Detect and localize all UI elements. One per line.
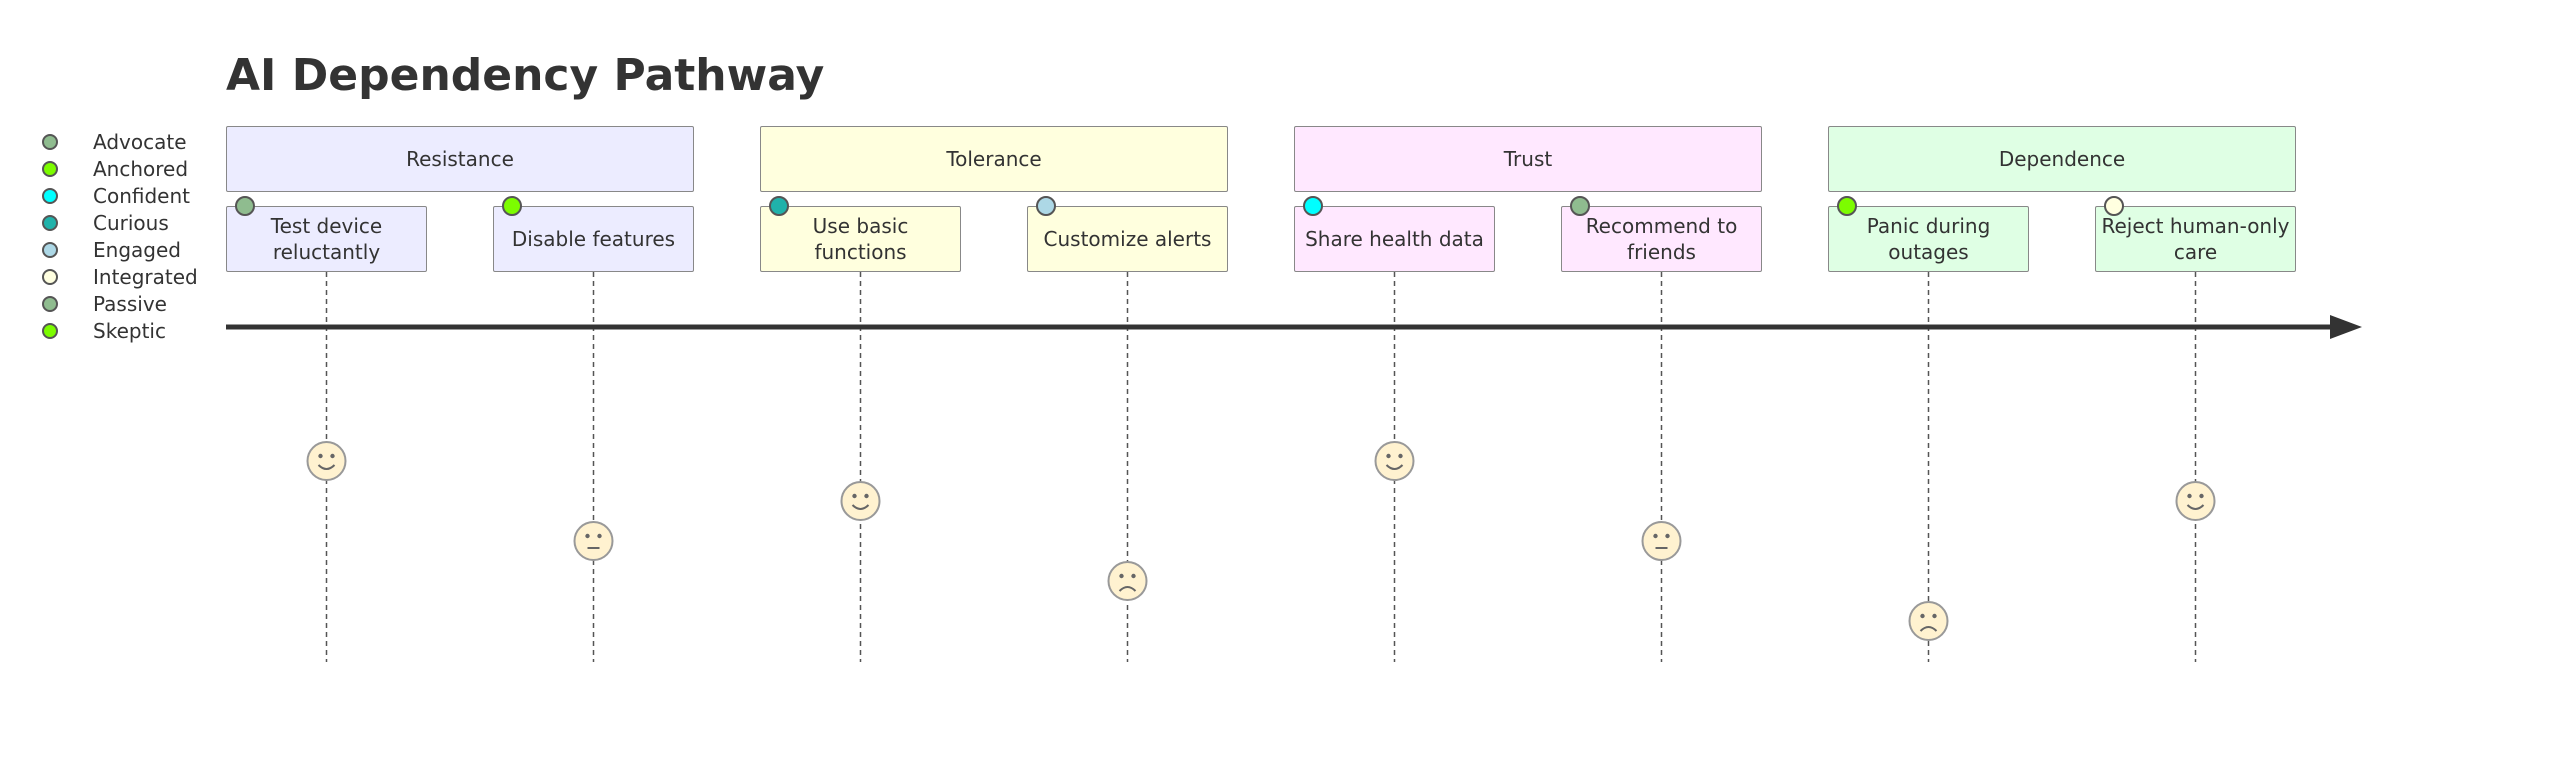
task-disable-features: Disable features <box>493 206 694 272</box>
legend-marker <box>42 322 58 339</box>
task-reject-human-only-care: Reject human-only care <box>2095 206 2296 272</box>
legend-item: Advocate <box>40 128 187 155</box>
actor-marker <box>502 196 522 216</box>
score-face <box>306 441 347 481</box>
legend-label: Curious <box>93 210 169 235</box>
actor-marker <box>2104 196 2124 216</box>
legend-item: Anchored <box>40 155 188 182</box>
score-face <box>1107 561 1148 601</box>
score-face <box>2175 481 2216 521</box>
legend-marker <box>42 160 58 177</box>
legend-marker <box>42 241 58 258</box>
legend-item: Integrated <box>40 263 198 290</box>
task-share-health-data: Share health data <box>1294 206 1495 272</box>
section-resistance: Resistance <box>226 126 694 192</box>
score-face <box>1641 521 1682 561</box>
legend-item: Confident <box>40 182 190 209</box>
legend-label: Engaged <box>93 237 181 262</box>
task-test-device: Test device reluctantly <box>226 206 427 272</box>
legend-label: Integrated <box>93 264 198 289</box>
section-tolerance: Tolerance <box>760 126 1228 192</box>
legend-label: Skeptic <box>93 318 166 343</box>
legend-label: Confident <box>93 183 190 208</box>
legend-item: Engaged <box>40 236 181 263</box>
legend-label: Passive <box>93 291 167 316</box>
score-face <box>573 521 614 561</box>
score-face <box>840 481 881 521</box>
legend: Advocate Anchored Confident Curious Enga… <box>40 128 198 344</box>
actor-marker <box>235 196 255 216</box>
actor-marker <box>1837 196 1857 216</box>
legend-item: Skeptic <box>40 317 166 344</box>
score-face <box>1374 441 1415 481</box>
legend-marker <box>42 295 58 312</box>
legend-marker <box>42 133 58 150</box>
legend-label: Advocate <box>93 129 187 154</box>
actor-marker <box>1570 196 1590 216</box>
diagram-title: AI Dependency Pathway <box>226 50 825 101</box>
actor-marker <box>769 196 789 216</box>
timeline-arrowhead <box>2330 315 2362 339</box>
legend-item: Passive <box>40 290 167 317</box>
actor-marker <box>1036 196 1056 216</box>
legend-label: Anchored <box>93 156 189 181</box>
score-face <box>1908 601 1949 641</box>
task-use-basic-functions: Use basic functions <box>760 206 961 272</box>
legend-marker <box>42 268 58 285</box>
section-trust: Trust <box>1294 126 1762 192</box>
task-customize-alerts: Customize alerts <box>1027 206 1228 272</box>
task-recommend-to-friends: Recommend to friends <box>1561 206 1762 272</box>
legend-item: Curious <box>40 209 169 236</box>
task-panic-during-outages: Panic during outages <box>1828 206 2029 272</box>
legend-marker <box>42 187 58 204</box>
actor-marker <box>1303 196 1323 216</box>
legend-marker <box>42 214 58 231</box>
section-dependence: Dependence <box>1828 126 2296 192</box>
